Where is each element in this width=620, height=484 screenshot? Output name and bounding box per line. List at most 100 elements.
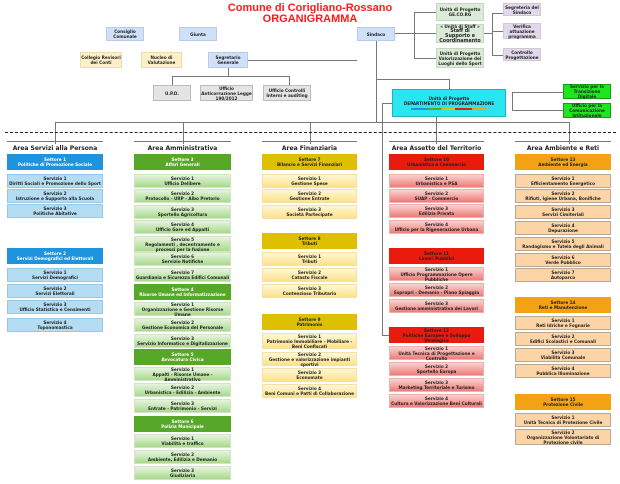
consiglio-comunale-box[interactable]: Consiglio Comunale — [106, 27, 144, 41]
upd-box[interactable]: U.P.D. — [153, 85, 191, 101]
settore-number: Settore 5 — [171, 352, 194, 357]
controllo-progettazione-box[interactable]: Controllo Progettazione — [503, 48, 541, 61]
collegio-revisori-box[interactable]: Collegio Revisori dei Conti — [80, 52, 122, 68]
servizio-number: Servizio 1 — [424, 345, 449, 351]
controlli-interni-box[interactable]: Ufficio Controlli Interni e auditing — [263, 85, 311, 101]
servizio-title: Catasto Fiscale — [291, 275, 328, 280]
servizio-number: Servizio 4 — [551, 223, 575, 228]
gecorg-box[interactable]: Unità di Progetto GE.CO.RG — [436, 3, 484, 21]
connector — [449, 79, 450, 89]
verifica-programma-box[interactable]: Verifica attuazione programma — [503, 23, 541, 39]
sindaco-box[interactable]: Sindaco — [357, 27, 395, 41]
servizio-title: Autoparco — [550, 275, 576, 280]
anticorruzione-box[interactable]: Ufficio Anticorruzione Legge 190/2012 — [200, 85, 253, 101]
settore-title: Servizi Demografici ed Elettorali — [16, 256, 94, 261]
transizione-digitale-box[interactable]: Servizio per la Transizione Digitale — [563, 84, 611, 99]
staff-box[interactable]: « Unità di Staff »Staff di Supporto e Co… — [436, 24, 484, 44]
segreteria-sindaco-box[interactable]: Segreteria del Sindaco — [503, 3, 541, 16]
settore-number: Settore 3 — [171, 157, 194, 162]
comunicazione-istituzionale-box[interactable]: Ufficio per la Comunicazione Istituziona… — [563, 103, 611, 118]
nucleo-valutazione-box[interactable]: Nucleo di Valutazione — [141, 52, 182, 68]
valorizzazione-sport-box[interactable]: Unità di Progetto Valorizzazione dei Luo… — [436, 48, 484, 68]
segretario-generale-box[interactable]: Segretario Generale — [208, 52, 248, 68]
connector — [382, 103, 392, 104]
giunta-box[interactable]: Giunta — [179, 27, 217, 41]
servizio-title: Giudiziaria — [169, 473, 196, 478]
